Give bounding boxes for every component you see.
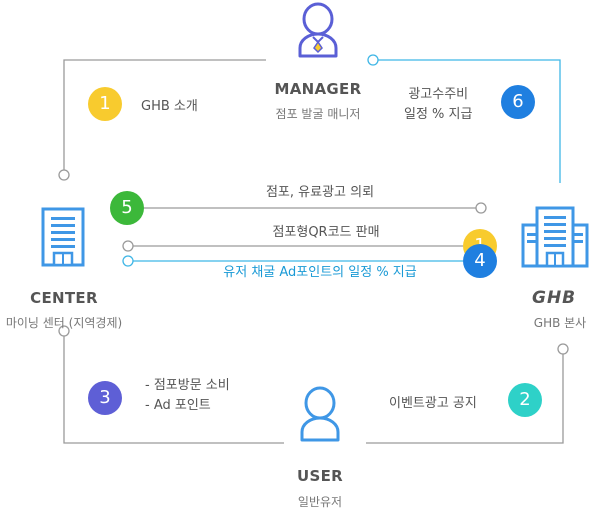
step-badge-2: 2 (508, 383, 542, 417)
step-label-ad-point-payout: 유저 채굴 Ad포인트의 일정 % 지급 (223, 265, 417, 280)
user-node: USER 일반유저 (270, 385, 370, 509)
step-badge-1-intro: 1 (88, 87, 122, 121)
step-label-ad-fee-line1: 광고수주비 (408, 87, 469, 102)
step-label-store-visit: - 점포방문 소비 - Ad 포인트 (145, 376, 230, 416)
ghb-buildings-icon (521, 206, 589, 268)
center-node: CENTER 마이닝 센터 (지역경제) (0, 205, 132, 335)
step-label-ad-fee-line2: 일정 % 지급 (404, 107, 473, 122)
step-label-store-visit-line1: - 점포방문 소비 (145, 378, 230, 393)
user-title: USER (297, 467, 343, 485)
step-badge-6: 6 (501, 85, 535, 119)
center-subtitle: 마이닝 센터 (지역경제) (5, 316, 123, 330)
step-label-ghb-intro: GHB 소개 (141, 99, 198, 114)
user-person-icon (300, 386, 340, 442)
step-badge-4: 4 (463, 244, 497, 278)
user-subtitle: 일반유저 (297, 495, 343, 509)
center-building-icon (41, 207, 85, 267)
step-label-qr-sale: 점포형QR코드 판매 (272, 225, 380, 240)
ghb-node: GHB GHB 본사 (510, 203, 607, 333)
step-label-ad-fee: 광고수주비 일정 % 지급 (404, 85, 472, 125)
manager-node: MANAGER 점포 발굴 매니저 (262, 0, 374, 124)
step-label-event-ad-notice: 이벤트광고 공지 (389, 396, 477, 411)
manager-person-icon (298, 2, 338, 58)
ghb-subtitle: GHB 본사 (533, 316, 587, 330)
step-badge-5: 5 (110, 191, 144, 225)
manager-title: MANAGER (274, 80, 362, 98)
step-label-store-ad-request: 점포, 유료광고 의뢰 (265, 185, 375, 200)
manager-subtitle: 점포 발굴 매니저 (275, 107, 361, 121)
ghb-logo: GHB (532, 288, 577, 308)
step-label-store-visit-line2: - Ad 포인트 (145, 398, 211, 413)
step-badge-3: 3 (88, 381, 122, 415)
center-title: CENTER (30, 289, 98, 307)
